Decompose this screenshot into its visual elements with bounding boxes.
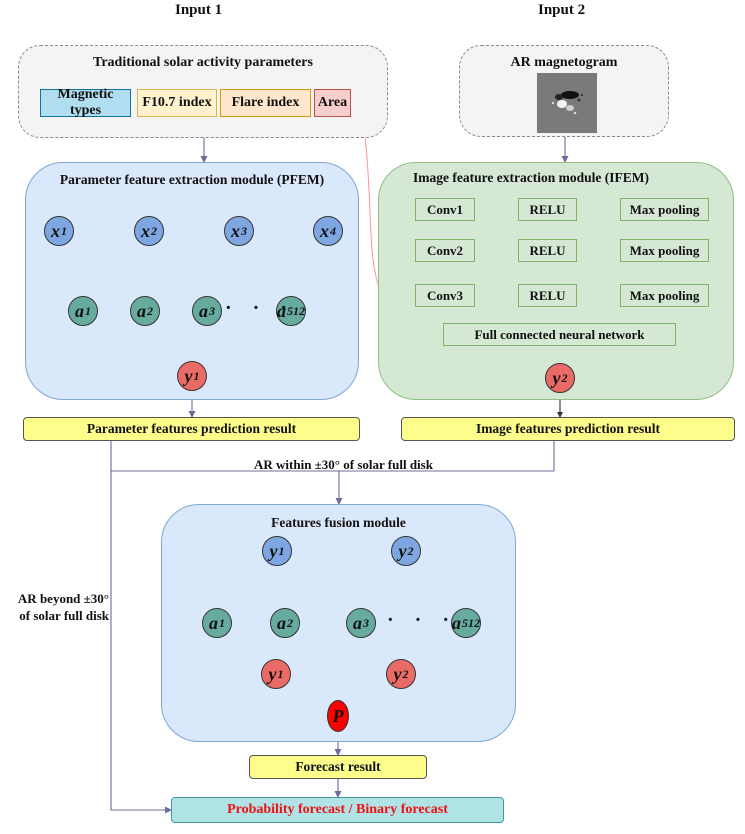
- fusion-input-node-2-subscript: 2: [407, 543, 414, 558]
- relu-box-2: RELU: [518, 239, 577, 262]
- forecast-result-box: Forecast result: [249, 755, 427, 779]
- input2-title: Input 2: [538, 2, 586, 18]
- ifem-output-node-symbol: y: [552, 367, 561, 388]
- fusion-output-node-1-subscript: 1: [277, 666, 284, 681]
- relu-box-1: RELU: [518, 198, 577, 221]
- fully-connected-box: Full connected neural network: [443, 323, 676, 346]
- fusion-hidden-node-1-symbol: a: [209, 612, 218, 633]
- final-probability-node: P: [327, 700, 349, 732]
- fusion-hidden-node-3-symbol: a: [353, 612, 362, 633]
- maxpool-box-2: Max pooling: [620, 239, 709, 262]
- pfem-hidden-node-2-symbol: a: [137, 300, 146, 321]
- input1-title: Input 1: [175, 2, 223, 18]
- param-f107-index: F10.7 index: [137, 89, 217, 117]
- pfem-hidden-node-3-subscript: 3: [209, 303, 215, 318]
- final-forecast-box: Probability forecast / Binary forecast: [171, 797, 504, 823]
- conv-box-3: Conv3: [415, 284, 475, 307]
- pfem-title: Parameter feature extraction module (PFE…: [59, 172, 325, 187]
- ifem-title: Image feature extraction module (IFEM): [413, 170, 649, 185]
- pfem-input-node-4-subscript: 4: [330, 223, 336, 238]
- parameter-result-box: Parameter features prediction result: [23, 417, 360, 441]
- pfem-hidden-node-1-symbol: a: [75, 300, 84, 321]
- pfem-panel: [25, 162, 359, 400]
- pfem-hidden-node-4-subscript: 512: [287, 303, 305, 318]
- pfem-hidden-node-4-symbol: a: [277, 300, 286, 321]
- pfem-input-node-3-subscript: 3: [241, 223, 247, 238]
- fusion-output-node-2-subscript: 2: [402, 666, 409, 681]
- pfem-hidden-node-1-subscript: 1: [85, 303, 91, 318]
- beyond-30-label-line2: of solar full disk: [19, 608, 109, 623]
- fusion-output-node-2-symbol: y: [393, 663, 402, 684]
- beyond-30-label-line1: AR beyond ±30°: [17, 591, 109, 606]
- fusion-title: Features fusion module: [271, 515, 406, 530]
- ar-magnetogram-image: [537, 73, 597, 133]
- relu-box-3: RELU: [518, 284, 577, 307]
- image-result-box: Image features prediction result: [401, 417, 735, 441]
- fusion-hidden-node-4-subscript: 512: [462, 615, 480, 630]
- fusion-input-node-1-symbol: y: [269, 540, 278, 561]
- pfem-input-node-2-subscript: 2: [151, 223, 157, 238]
- conv-box-1: Conv1: [415, 198, 475, 221]
- fusion-input-node-2-symbol: y: [398, 540, 407, 561]
- fusion-hidden-node-2-symbol: a: [277, 612, 286, 633]
- fusion-hidden-node-1-subscript: 1: [219, 615, 225, 630]
- pfem-input-node-3-symbol: x: [231, 220, 240, 241]
- fusion-output-node-1-symbol: y: [268, 663, 277, 684]
- pfem-input-node-1-subscript: 1: [61, 223, 67, 238]
- pfem-ellipsis: · · ·: [225, 297, 296, 319]
- pfem-hidden-node-3-symbol: a: [199, 300, 208, 321]
- magnetogram-title: AR magnetogram: [510, 55, 618, 70]
- fusion-input-node-1-subscript: 1: [278, 543, 285, 558]
- fusion-ellipsis: · · ·: [387, 609, 458, 631]
- beyond-30-label: AR beyond ±30° of solar full disk: [6, 590, 109, 624]
- param-area: Area: [314, 89, 351, 117]
- fusion-hidden-node-3-subscript: 3: [363, 615, 369, 630]
- pfem-input-node-2-symbol: x: [141, 220, 150, 241]
- traditional-parameters-title: Traditional solar activity parameters: [93, 55, 313, 70]
- pfem-hidden-node-2-subscript: 2: [147, 303, 153, 318]
- within-30-label: AR within ±30° of solar full disk: [254, 457, 433, 472]
- param-flare-index: Flare index: [220, 89, 311, 117]
- param-magnetic-types: Magnetic types: [40, 87, 131, 118]
- maxpool-box-3: Max pooling: [620, 284, 709, 307]
- fusion-hidden-node-2-subscript: 2: [287, 615, 293, 630]
- pfem-input-node-4-symbol: x: [320, 220, 329, 241]
- conv-box-2: Conv2: [415, 239, 475, 262]
- pfem-input-node-1-symbol: x: [51, 220, 60, 241]
- fusion-hidden-node-4-symbol: a: [452, 612, 461, 633]
- pfem-output-node-subscript: 1: [193, 368, 200, 383]
- ifem-output-node-subscript: 2: [561, 370, 568, 385]
- maxpool-box-1: Max pooling: [620, 198, 709, 221]
- pfem-output-node-symbol: y: [184, 365, 193, 386]
